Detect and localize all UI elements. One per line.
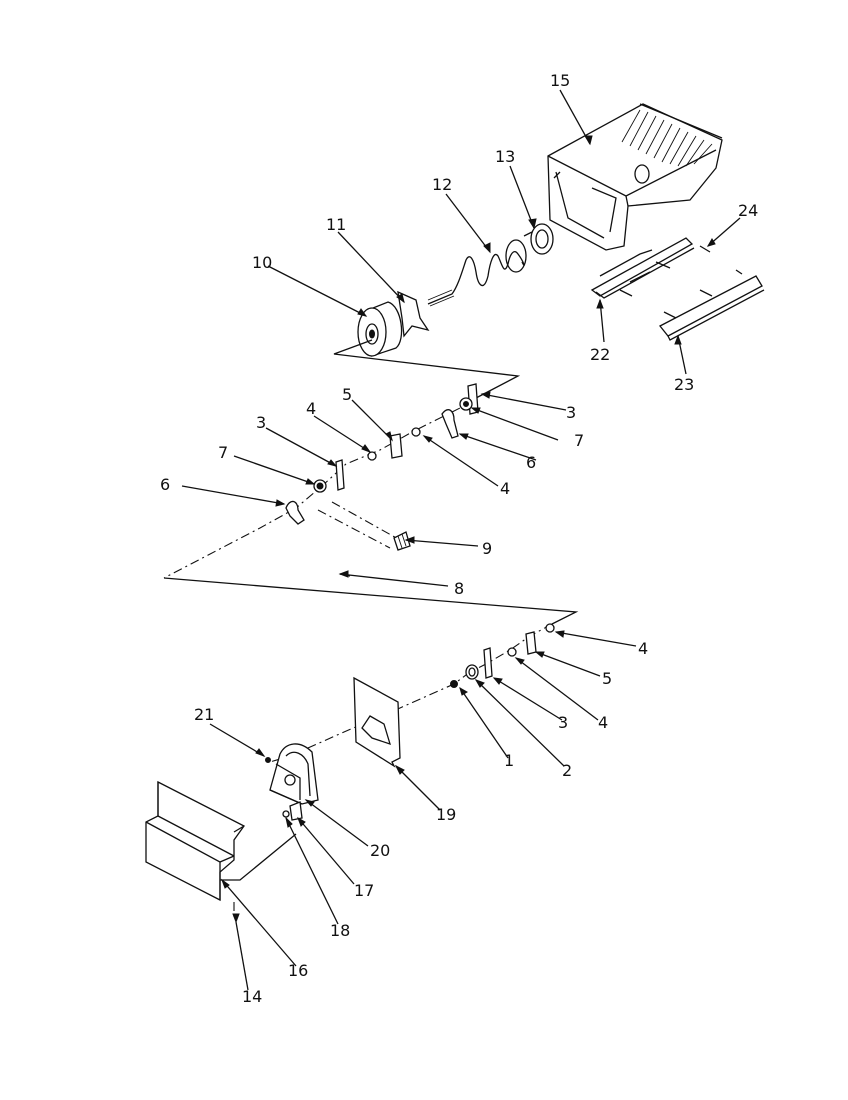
assembly-line [220,833,297,881]
screw-18-part [282,810,290,818]
gear-7-upper-part [459,397,473,411]
callout-4-upper: 4 [306,399,316,418]
callout-5-upper: 5 [342,385,352,404]
arrowheads [220,135,716,924]
rail-23-part [658,269,765,341]
callout-10: 10 [252,253,272,272]
bracket-5-mid-part [389,433,403,459]
callout-4-lower-right: 4 [638,639,648,658]
callout-4-mid: 4 [500,479,510,498]
bushing-2-part [465,664,479,680]
mounting-plate-19-part [353,676,401,768]
callout-9: 9 [482,539,492,558]
centerline-branch [317,501,401,549]
auger-blade-part [397,290,430,338]
callout-1: 1 [504,751,514,770]
callout-20: 20 [370,841,390,860]
callout-17: 17 [354,881,374,900]
callout-24: 24 [738,201,758,220]
washer-4-lower-part [507,647,517,657]
auger-spring-part [427,239,527,307]
assembly-line [333,339,521,399]
washer-1-part [450,680,458,688]
flange-ring-part [523,223,554,255]
clip-17-part [289,801,303,821]
centerline-upper [163,397,477,579]
callout-6-right: 6 [526,453,536,472]
washer-4-lower-right-part [545,623,555,633]
ice-bin-part [547,103,723,251]
housing-20-part [269,743,319,805]
assembly-line [163,577,579,625]
gear-7-left-part [313,479,327,493]
callout-21: 21 [194,705,214,724]
shaft-9-part [393,531,411,551]
callout-19: 19 [436,805,456,824]
callout-7-left: 7 [218,443,228,462]
callout-12: 12 [432,175,452,194]
callout-2: 2 [562,761,572,780]
screws-24-part [619,245,711,297]
callout-15: 15 [550,71,570,90]
callouts: 15 13 12 11 10 24 22 23 3 5 4 3 7 7 6 6 … [160,71,758,1006]
centerline-lower [269,623,553,763]
callout-14: 14 [242,987,262,1006]
callout-11: 11 [326,215,346,234]
callout-18: 18 [330,921,350,940]
bracket-3-lower-part [483,647,493,679]
leader-lines [181,89,741,991]
callout-5-lower: 5 [602,669,612,688]
arm-6-left-part [285,500,305,525]
callout-3-left: 3 [256,413,266,432]
washer-4-left-part [367,451,377,461]
callout-16: 16 [288,961,308,980]
bracket-3-left-part [335,459,345,491]
callout-13: 13 [495,147,515,166]
callout-23: 23 [674,375,694,394]
callout-6-left: 6 [160,475,170,494]
washer-4-mid-part [411,427,421,437]
callout-3-upper: 3 [566,403,576,422]
front-cover-16-part [145,780,245,902]
arm-6-upper-part [441,409,459,439]
screw-21-part [265,757,271,763]
callout-8: 8 [454,579,464,598]
callout-7-right: 7 [574,431,584,450]
motor-drum-part [357,301,403,357]
callout-4-lower: 4 [598,713,608,732]
callout-22: 22 [590,345,610,364]
rail-22-part [590,237,695,299]
callout-3-lower: 3 [558,713,568,732]
bracket-5-lower-part [525,631,537,655]
